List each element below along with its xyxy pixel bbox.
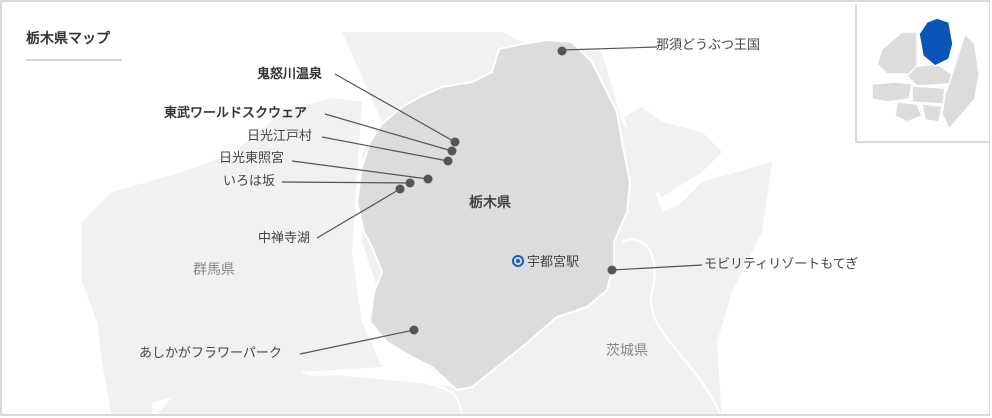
page-title: 栃木県マップ bbox=[26, 31, 110, 47]
spot-label-nikko-toshogu[interactable]: 日光東照宮 bbox=[219, 151, 285, 166]
south-region bbox=[157, 362, 620, 414]
prefecture-label-gunma: 群馬県 bbox=[193, 262, 235, 278]
spot-label-irohazaka[interactable]: いろは坂 bbox=[223, 174, 276, 189]
kanto-locator-map bbox=[871, 17, 980, 131]
station-utsunomiya[interactable]: 宇都宮駅 bbox=[512, 251, 579, 270]
locator-inset bbox=[855, 4, 989, 143]
spot-label-chuzenjiko[interactable]: 中禅寺湖 bbox=[258, 231, 311, 246]
station-label: 宇都宮駅 bbox=[527, 255, 580, 270]
spot-label-kinugawa[interactable]: 鬼怒川温泉 bbox=[257, 67, 323, 82]
prefecture-label-tochigi: 栃木県 bbox=[469, 195, 511, 211]
spot-label-ashikaga-flower-park[interactable]: あしかがフラワーパーク bbox=[139, 346, 282, 361]
spot-label-tobu-world-square[interactable]: 東武ワールドスクウェア bbox=[164, 106, 308, 121]
prefecture-label-ibaraki: 茨城県 bbox=[606, 343, 648, 359]
title-divider bbox=[26, 59, 122, 61]
spot-label-mobility-resort-motegi[interactable]: モビリティリゾートもてぎ bbox=[704, 257, 859, 272]
ibaraki-region bbox=[562, 162, 772, 414]
spot-label-nikko-edomura[interactable]: 日光江戸村 bbox=[247, 129, 313, 144]
tochigi-highlight bbox=[918, 17, 954, 67]
tochigi-region bbox=[355, 38, 632, 392]
gunma-region bbox=[82, 98, 382, 414]
spot-markers bbox=[395, 46, 617, 335]
station-marker-icon bbox=[512, 254, 524, 267]
spot-label-nasu[interactable]: 那須どうぶつ王国 bbox=[656, 38, 761, 53]
